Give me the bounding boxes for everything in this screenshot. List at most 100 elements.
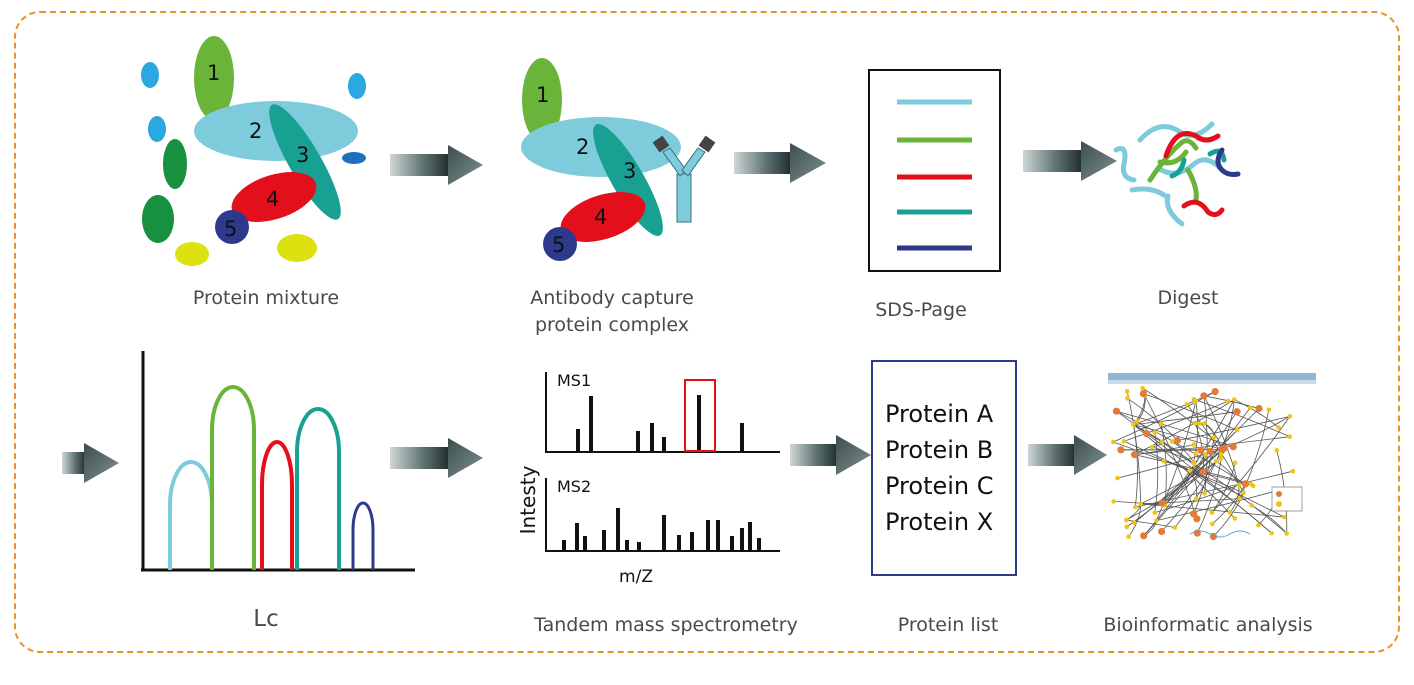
protein-label-2b: 2 (576, 135, 589, 159)
caption-lc: Lc (253, 606, 278, 632)
arrow-right-icon (1028, 435, 1107, 475)
pathway-protein-node (1130, 451, 1139, 459)
pathway-protein-node (1112, 407, 1121, 415)
protein-label-3b: 3 (623, 159, 636, 183)
pathway-metabolite-node (1209, 510, 1215, 515)
pathway-metabolite-node (1248, 481, 1254, 487)
pathway-metabolite-node (1191, 397, 1197, 402)
pathway-metabolite-node (1124, 388, 1130, 394)
ms2-peak (625, 540, 629, 550)
pathway-metabolite-node (1138, 501, 1143, 507)
arrow-right-icon (734, 143, 826, 183)
pathway-metabolite-node (1276, 425, 1281, 431)
pathway-metabolite-node (1184, 402, 1190, 407)
ms2-peak (602, 530, 606, 550)
pathway-metabolite-node (1191, 460, 1196, 465)
pathway-metabolite-node (1126, 534, 1131, 539)
pathway-metabolite-node (1256, 522, 1261, 528)
caption-bioinformatic: Bioinformatic analysis (1103, 614, 1312, 636)
arrow-right-icon (1023, 141, 1117, 181)
pathway-metabolite-node (1213, 458, 1219, 464)
protein-label-3: 3 (296, 143, 309, 167)
protein-label-4: 4 (266, 187, 279, 211)
pathway-protein-node (1193, 515, 1201, 523)
ms2-peak (562, 540, 566, 550)
ms1-peak (662, 437, 666, 451)
arrow-right-icon (62, 443, 119, 483)
pathway-metabolite-node (1125, 396, 1130, 401)
pathway-protein-node (1241, 480, 1249, 488)
pathway-metabolite-node (1191, 442, 1197, 447)
arrow-right-icon (790, 435, 871, 475)
pathway-metabolite-node (1172, 525, 1178, 530)
workflow-frame (14, 11, 1400, 653)
ms1-peak (576, 429, 580, 451)
pathway-metabolite-node (1247, 405, 1253, 411)
pathway-metabolite-node (1140, 385, 1145, 391)
ms1-peak (636, 431, 640, 451)
pathway-metabolite-node (1227, 510, 1233, 515)
pathway-metabolite-node (1121, 439, 1127, 444)
pathway-metabolite-node (1282, 514, 1287, 520)
pathway-metabolite-node (1232, 397, 1237, 402)
pathway-metabolite-node (1284, 531, 1289, 536)
pathway-metabolite-node (1159, 439, 1165, 445)
pathway-metabolite-node (1219, 456, 1224, 461)
protein-mixture-illustration (141, 36, 366, 266)
pathway-metabolite-node (1169, 439, 1175, 444)
lc-peak-4 (295, 407, 341, 570)
protein-list-item-a: Protein A (885, 400, 994, 428)
digest-peptides-illustration (1113, 121, 1241, 227)
pathway-protein-node (1158, 499, 1166, 507)
ms2-peaks (562, 508, 761, 550)
pathway-metabolite-node (1269, 531, 1274, 536)
caption-antibody-capture-2: protein complex (535, 314, 689, 336)
pathway-metabolite-node (1210, 521, 1215, 527)
ms-spectra (545, 372, 780, 552)
pathway-metabolite-node (1149, 444, 1155, 450)
pathway-metabolite-node (1287, 414, 1293, 419)
pathway-metabolite-node (1152, 430, 1158, 435)
pathway-protein-node (1197, 446, 1205, 454)
pathway-metabolite-node (1193, 451, 1199, 457)
precursor-selection-box (684, 379, 716, 452)
ms2-peak (690, 532, 694, 550)
pathway-metabolite-node (1237, 496, 1242, 501)
pathway-metabolite-node (1290, 468, 1296, 474)
antibody-capture-illustration (521, 58, 716, 261)
pathway-protein-node (1255, 404, 1263, 413)
pathway-protein-node (1200, 392, 1208, 400)
pathway-metabolite-node (1124, 517, 1129, 523)
pathway-metabolite-node (1187, 468, 1193, 473)
pathway-protein-node (1117, 446, 1125, 454)
pathway-metabolite-node (1111, 439, 1116, 445)
ms2-peak (757, 538, 761, 550)
ms2-peak (706, 520, 710, 550)
pathway-metabolite-node (1249, 503, 1254, 508)
pathway-protein-node (1233, 408, 1241, 416)
ms2-peak (583, 536, 587, 550)
pathway-metabolite-node (1274, 448, 1280, 453)
ms1-peaks (576, 395, 744, 451)
caption-tandem-ms: Tandem mass spectrometry (533, 614, 798, 636)
pathway-metabolite-node (1192, 420, 1198, 426)
ms1-peak (589, 396, 593, 451)
pathway-metabolite-node (1234, 427, 1240, 433)
pathway-metabolite-node (1154, 518, 1159, 523)
pathway-metabolite-node (1161, 458, 1167, 464)
caption-protein-list: Protein list (898, 614, 999, 636)
protein-list-box: Protein A Protein B Protein C Protein X (871, 360, 1017, 576)
ms2-peak (730, 536, 734, 550)
pathway-metabolite-node (1236, 482, 1241, 488)
ms1-peak (650, 423, 654, 451)
protein-list-item-b: Protein B (885, 436, 994, 464)
ms2-label: MS2 (557, 477, 591, 496)
ms2-peak (716, 520, 720, 550)
sds-page-gel (868, 69, 1001, 272)
pathway-metabolite-node (1124, 524, 1130, 530)
pathway-map-illustration (1108, 373, 1316, 541)
ms2-peak (575, 523, 579, 550)
caption-sds-page: SDS-Page (875, 299, 967, 321)
caption-protein-mixture: Protein mixture (193, 287, 339, 309)
pathway-protein-node (1211, 388, 1219, 396)
